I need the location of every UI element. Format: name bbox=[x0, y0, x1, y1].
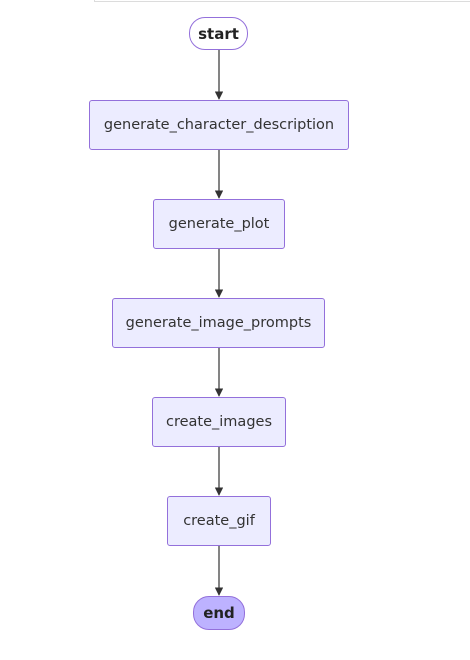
node-generate-plot[interactable]: generate_plot bbox=[153, 199, 285, 249]
node-create-gif[interactable]: create_gif bbox=[167, 496, 271, 546]
node-create-images[interactable]: create_images bbox=[152, 397, 286, 447]
node-generate-character-description[interactable]: generate_character_description bbox=[89, 100, 349, 150]
node-generate-image-prompts[interactable]: generate_image_prompts bbox=[112, 298, 325, 348]
node-end[interactable]: end bbox=[193, 596, 245, 630]
node-start[interactable]: start bbox=[189, 17, 248, 50]
canvas-frame-edge bbox=[94, 0, 470, 2]
